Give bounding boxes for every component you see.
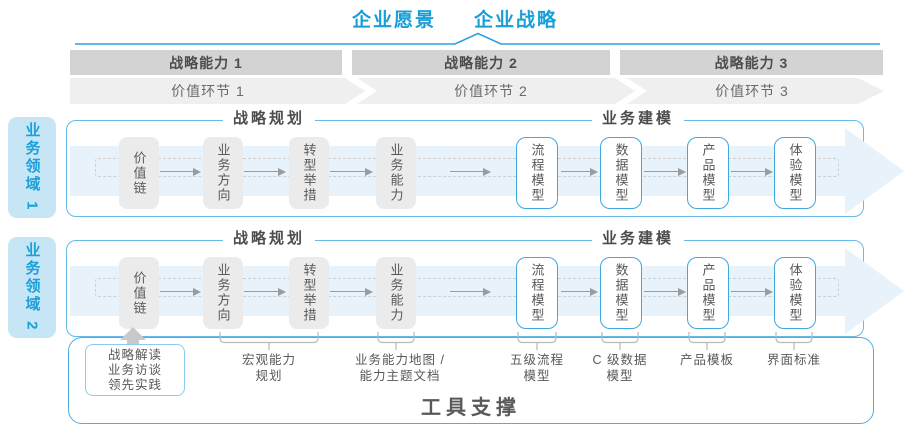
flow-arrow-icon: [244, 167, 286, 176]
flow-arrow-icon: [160, 287, 201, 296]
box-business-capability: 业务能力: [376, 137, 416, 209]
capability-band-2: 战略能力 2: [352, 50, 610, 75]
value-link-2-label: 价值环节 2: [454, 83, 528, 99]
annotation-process-model: 五级流程 模型: [509, 353, 564, 383]
flow-arrow-icon: [561, 287, 598, 296]
flow-arrow-icon: [330, 287, 373, 296]
strategy-inputs-box: 战略解读 业务访谈 领先实践: [85, 344, 185, 396]
lane-1-modeling-header: 业务建模: [591, 111, 685, 127]
box-business-capability: 业务能力: [376, 257, 416, 329]
capability-band-3: 战略能力 3: [620, 50, 883, 75]
sidebar-domain-1: 业务领域 1: [8, 117, 56, 218]
capability-band-1: 战略能力 1: [70, 50, 342, 75]
lane-1-planning-header: 战略规划: [222, 111, 316, 127]
sidebar-domain-2-label: 业务领域 2: [23, 242, 41, 333]
capability-band-1-label: 战略能力 1: [169, 54, 243, 71]
flow-arrow-icon: [561, 167, 598, 176]
sidebar-domain-1-label: 业务领域 1: [23, 122, 41, 213]
flow-arrow-icon: [450, 167, 491, 176]
box-product-model: 产品模型: [687, 137, 729, 209]
box-experience-model: 体验模型: [774, 137, 816, 209]
lane-2-planning-header: 战略规划: [222, 231, 316, 247]
box-business-direction: 业务方向: [203, 257, 243, 329]
box-transformation-initiatives: 转型举措: [289, 257, 329, 329]
tools-support-container: [68, 337, 874, 424]
value-link-1-label: 价值环节 1: [171, 83, 245, 99]
annotation-capability-map: 业务能力地图 / 能力主题文档: [355, 353, 445, 383]
box-experience-model: 体验模型: [774, 257, 816, 329]
flow-arrow-icon: [644, 167, 686, 176]
lane-2-dashed-stream: [95, 278, 839, 297]
top-title-row: 企业愿景 企业战略: [0, 5, 910, 32]
capability-band-2-label: 战略能力 2: [444, 54, 518, 71]
sidebar-domain-2: 业务领域 2: [8, 237, 56, 338]
box-data-model: 数据模型: [600, 257, 642, 329]
box-process-model: 流程模型: [516, 257, 558, 329]
flow-arrow-icon: [160, 167, 201, 176]
capability-band-3-label: 战略能力 3: [714, 54, 789, 71]
annotation-ui-standard: 界面标准: [766, 353, 821, 367]
flow-arrow-icon: [644, 287, 686, 296]
flow-arrow-icon: [244, 287, 286, 296]
title-pointer-line-icon: [75, 32, 880, 45]
flow-arrow-icon: [731, 167, 773, 176]
box-business-direction: 业务方向: [203, 137, 243, 209]
annotation-macro-capability: 宏观能力 规划: [241, 353, 296, 383]
annotation-product-template: 产品模板: [679, 353, 734, 367]
flow-arrow-icon: [450, 287, 491, 296]
box-process-model: 流程模型: [516, 137, 558, 209]
box-transformation-initiatives: 转型举措: [289, 137, 329, 209]
strategy-inputs-line-2: 业务访谈: [107, 362, 162, 377]
vision-title: 企业愿景: [351, 10, 436, 31]
flow-arrow-icon: [330, 167, 373, 176]
strategy-title: 企业战略: [474, 10, 559, 31]
annotation-data-model: C 级数据 模型: [592, 353, 648, 383]
box-value-chain: 价值链: [119, 257, 159, 329]
tools-support-label: 工具支撑: [421, 397, 521, 419]
value-link-3-label: 价值环节 3: [715, 83, 789, 99]
flow-arrow-icon: [731, 287, 773, 296]
box-value-chain: 价值链: [119, 137, 159, 209]
lane-2-modeling-header: 业务建模: [591, 231, 685, 247]
box-data-model: 数据模型: [600, 137, 642, 209]
box-product-model: 产品模型: [687, 257, 729, 329]
strategy-inputs-line-3: 领先实践: [107, 377, 162, 392]
lane-1-dashed-stream: [95, 158, 839, 177]
strategy-inputs-line-1: 战略解读: [107, 347, 162, 362]
